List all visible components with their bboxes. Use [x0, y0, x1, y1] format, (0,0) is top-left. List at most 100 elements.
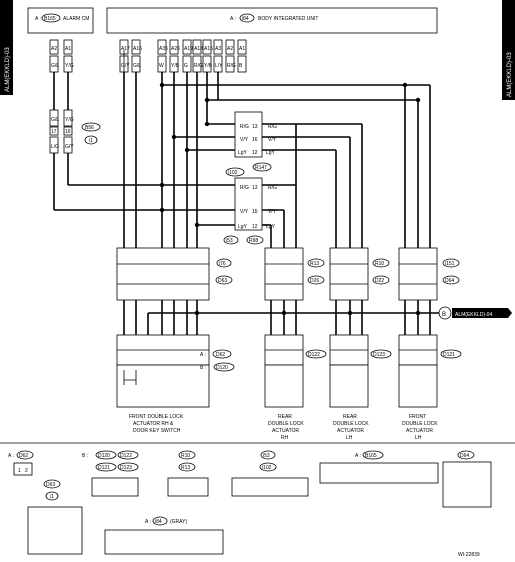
svg-text:i76: i76: [219, 261, 226, 267]
svg-text:L/G: L/G: [51, 144, 59, 150]
front-rh-actuator: A : D62 B : D120 FRONT DOUBLE LOCK ACTUA…: [116, 334, 235, 434]
svg-text:RH: RH: [281, 435, 289, 441]
biu-pin-box: [202, 39, 212, 55]
svg-text:V/Y: V/Y: [268, 137, 277, 143]
svg-text:R13: R13: [310, 261, 319, 267]
biu-wire-color: R/G: [194, 63, 203, 69]
biu-wire-color: Y/B: [171, 63, 180, 69]
svg-text:FRONT: FRONT: [409, 414, 426, 420]
biu-pin-label: A19: [184, 46, 193, 52]
svg-text:D64: D64: [445, 278, 454, 284]
svg-text:ACTUATOR: ACTUATOR: [337, 428, 364, 434]
svg-text:B :: B :: [82, 453, 88, 459]
svg-text:R147: R147: [255, 165, 267, 171]
svg-text:R13: R13: [181, 465, 190, 471]
svg-text:D121: D121: [443, 352, 455, 358]
svg-text:ACTUATOR RH &: ACTUATOR RH &: [133, 421, 174, 427]
diagram-code: WI-22839: [458, 552, 480, 558]
biu-prefix: A :: [230, 16, 236, 22]
biu-pin-label: A35: [159, 46, 168, 52]
biu-wire-color: L/Y: [215, 63, 223, 69]
svg-text:D63: D63: [46, 482, 55, 488]
rear-lh-actuator: D123 REAR DOUBLE LOCK ACTUATOR LH: [329, 334, 392, 441]
svg-text:DOOR KEY SWITCH: DOOR KEY SWITCH: [133, 428, 181, 434]
svg-text:LgY: LgY: [238, 150, 248, 156]
svg-text:(GRAY): (GRAY): [170, 519, 187, 525]
svg-text:DOUBLE LOCK: DOUBLE LOCK: [333, 421, 369, 427]
svg-text:i102: i102: [228, 170, 238, 176]
svg-text:12: 12: [252, 224, 258, 230]
biu-pin-box: [169, 39, 179, 55]
svg-text:D22: D22: [375, 278, 384, 284]
svg-text:D120: D120: [98, 453, 110, 459]
biu-wire-color: G: [184, 63, 188, 69]
alarm-cm-prefix: A :: [35, 16, 41, 22]
svg-text:ACTUATOR: ACTUATOR: [272, 428, 299, 434]
svg-text:16: 16: [65, 129, 71, 135]
svg-text:B :: B :: [200, 365, 206, 371]
svg-text:D64: D64: [460, 453, 469, 459]
svg-text:B: B: [442, 312, 446, 318]
biu-pin-box: [192, 39, 202, 55]
svg-text:12: 12: [252, 150, 258, 156]
svg-text:15: 15: [252, 209, 258, 215]
side-tab-left: [0, 0, 13, 95]
rear-rh-actuator: D122 REAR DOUBLE LOCK ACTUATOR RH: [264, 334, 327, 441]
side-label-right: ALM(EKKLD)-03: [507, 52, 513, 97]
biu-pin-label: A3: [215, 46, 221, 52]
biu-pin-label: A1: [239, 46, 245, 52]
biu-wire-color: R/G: [227, 63, 236, 69]
svg-text:DOUBLE LOCK: DOUBLE LOCK: [402, 421, 438, 427]
svg-text:13: 13: [252, 185, 258, 191]
svg-text:i151: i151: [445, 261, 455, 267]
biu-wire-color: W: [159, 63, 164, 69]
svg-text:V/Y: V/Y: [240, 209, 249, 215]
svg-text:i102: i102: [262, 465, 272, 471]
biu-pin-label: A17: [121, 46, 130, 52]
svg-text:R98: R98: [249, 238, 258, 244]
svg-text:REAR: REAR: [343, 414, 357, 420]
svg-text:D122: D122: [308, 352, 320, 358]
svg-text:i1: i1: [89, 138, 93, 144]
svg-text:A2: A2: [51, 46, 57, 52]
biu-pin-box: [131, 39, 141, 55]
middle-connectors: i76 D63 R13 D26 R10 D22 i151 D64: [116, 247, 460, 301]
biu-wire-box: [225, 55, 235, 73]
svg-text:i1: i1: [50, 494, 54, 500]
biu-pin-box: [237, 39, 247, 55]
svg-text:D26: D26: [310, 278, 319, 284]
alarm-cm-box: [27, 7, 94, 34]
svg-text:A :: A :: [8, 453, 14, 459]
svg-text:D123: D123: [120, 465, 132, 471]
alarm-cm-connector: B165: [44, 16, 56, 22]
biu-pin-box: [213, 39, 223, 55]
svg-text:D121: D121: [98, 465, 110, 471]
svg-text:LH: LH: [346, 435, 353, 441]
svg-text:G/Y: G/Y: [65, 144, 74, 150]
biu-title: BODY INTEGRATED UNIT: [258, 16, 318, 22]
svg-text:Y/G: Y/G: [65, 63, 74, 69]
svg-text:R/G: R/G: [240, 185, 249, 191]
side-label-left: ALM(EKKLD)-03: [5, 47, 11, 92]
svg-text:ALM(EKKLD)-04: ALM(EKKLD)-04: [455, 312, 492, 318]
biu-wire-color: B: [239, 63, 243, 69]
biu-pin-label: A18: [194, 46, 203, 52]
svg-text:R10: R10: [181, 453, 190, 459]
svg-text:LH: LH: [415, 435, 422, 441]
svg-text:LgY: LgY: [266, 224, 276, 230]
body-integrated-unit-box: [106, 7, 438, 34]
svg-text:i84: i84: [155, 519, 162, 525]
svg-text:D122: D122: [120, 453, 132, 459]
wires: [53, 50, 440, 335]
svg-text:ACTUATOR: ACTUATOR: [406, 428, 433, 434]
side-tab-right: [502, 0, 515, 100]
svg-text:B165: B165: [365, 453, 377, 459]
svg-text:13: 13: [252, 124, 258, 130]
biu-pin-box: [182, 39, 192, 55]
biu-pin-label: A2: [227, 46, 233, 52]
biu-pin-label: A16: [133, 46, 142, 52]
svg-text:V/Y: V/Y: [268, 209, 277, 215]
svg-text:D62: D62: [216, 352, 225, 358]
